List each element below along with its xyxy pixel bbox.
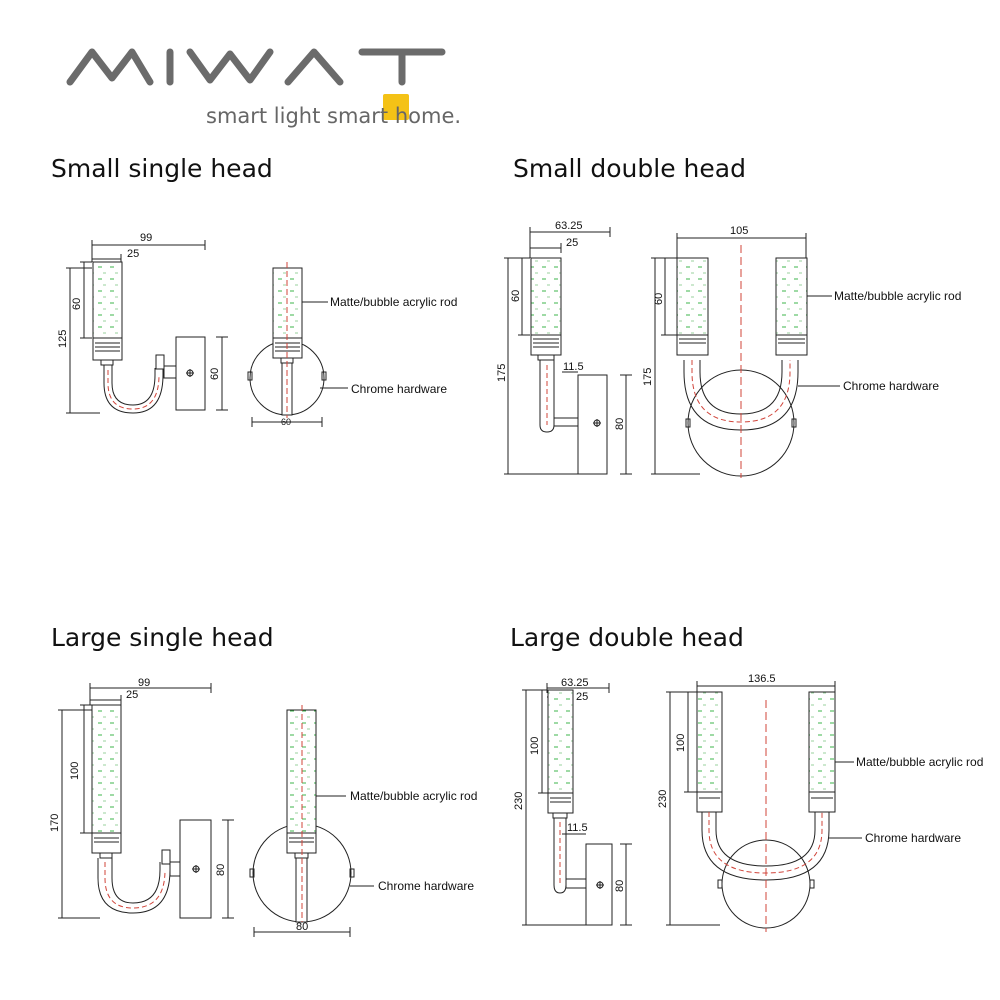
label-small-single-rod: Matte/bubble acrylic rod — [330, 295, 457, 309]
label-small-single-hardware: Chrome hardware — [351, 382, 447, 396]
small-double-side-view — [504, 227, 632, 475]
large-single-side-view — [58, 683, 234, 919]
title-large-single: Large single head — [51, 623, 274, 652]
logo-wordmark — [66, 48, 446, 86]
dim-small-double-arm: 11.5 — [563, 361, 584, 373]
dim-large-double-head: 25 — [576, 691, 588, 703]
small-single-side-view — [66, 240, 228, 414]
dim-small-double-width: 105 — [730, 225, 748, 237]
label-small-double-hardware: Chrome hardware — [843, 379, 939, 393]
dim-small-double-rod2: 60 — [653, 293, 665, 305]
dim-large-single-plate: 80 — [296, 921, 308, 933]
dim-large-single-rod: 100 — [69, 762, 81, 780]
dim-large-double-width: 136.5 — [748, 673, 776, 685]
dim-large-single-height: 170 — [49, 814, 61, 832]
label-large-double-hardware: Chrome hardware — [865, 831, 961, 845]
label-large-single-hardware: Chrome hardware — [378, 879, 474, 893]
dim-small-single-rod: 60 — [71, 298, 83, 310]
dim-large-double-arm: 11.5 — [567, 822, 588, 834]
dim-small-double-depth: 63.25 — [555, 220, 583, 232]
dim-small-single-plate: 60 — [281, 417, 291, 427]
dim-small-double-height2: 175 — [642, 368, 654, 386]
title-small-single: Small single head — [51, 154, 273, 183]
dim-large-single-width: 99 — [138, 677, 150, 689]
large-double-front-view — [666, 681, 862, 932]
dim-large-double-rod: 100 — [529, 737, 541, 755]
dim-large-double-base: 80 — [614, 880, 626, 892]
large-double-side-view — [522, 683, 632, 926]
title-large-double: Large double head — [510, 623, 744, 652]
dim-small-double-height: 175 — [496, 364, 508, 382]
dim-large-single-head: 25 — [126, 689, 138, 701]
small-single-front-view — [247, 262, 348, 427]
title-small-double: Small double head — [513, 154, 746, 183]
label-large-double-rod: Matte/bubble acrylic rod — [856, 755, 983, 769]
dim-small-double-rod: 60 — [510, 290, 522, 302]
dim-small-single-width: 99 — [140, 232, 152, 244]
dim-small-single-base: 60 — [209, 368, 221, 380]
large-single-front-view — [249, 705, 374, 937]
dim-small-double-base: 80 — [614, 418, 626, 430]
label-large-single-rod: Matte/bubble acrylic rod — [350, 789, 477, 803]
brand-logo: smart light smart home. — [62, 40, 462, 140]
dim-small-single-head: 25 — [127, 248, 139, 260]
brand-tagline: smart light smart home. — [206, 104, 462, 128]
dim-large-double-depth: 63.25 — [561, 677, 589, 689]
dim-small-double-head: 25 — [566, 237, 578, 249]
logo-dot — [383, 94, 409, 120]
dim-large-single-base: 80 — [215, 864, 227, 876]
dim-large-double-height: 230 — [513, 792, 525, 810]
dim-small-single-height: 125 — [57, 330, 69, 348]
small-double-front-view — [651, 233, 840, 478]
dim-large-double-height2: 230 — [657, 790, 669, 808]
dim-large-double-rod2: 100 — [675, 734, 687, 752]
label-small-double-rod: Matte/bubble acrylic rod — [834, 289, 961, 303]
